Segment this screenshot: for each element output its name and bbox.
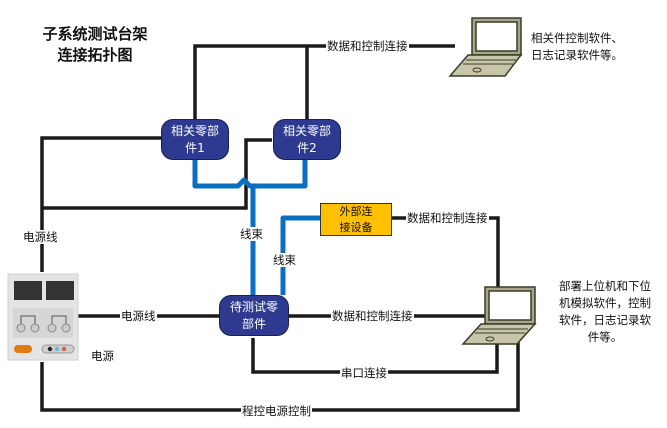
node-label: 接设备 xyxy=(339,220,373,234)
note-line: 软件，日志记录软 xyxy=(559,313,651,327)
note-line: 部署上位机和下位 xyxy=(559,279,651,293)
power-supply-icon xyxy=(7,273,79,361)
edge-label-harness-ext: 线束 xyxy=(272,253,297,267)
node-label: 相关零部 xyxy=(170,123,219,138)
note-top-pc: 相关件控制软件、 日志记录软件等。 xyxy=(531,30,623,64)
wire-related2-left xyxy=(42,138,272,210)
node-label: 部件 xyxy=(241,316,266,331)
edge-label-top-data: 数据和控制连接 xyxy=(326,39,409,53)
diagram-title: 子系统测试台架 连接拓扑图 xyxy=(30,24,160,66)
title-line2: 连接拓扑图 xyxy=(57,46,133,64)
note-line: 日志记录软件等。 xyxy=(531,48,623,62)
node-label: 待测试零 xyxy=(229,299,278,314)
edge-label-prog-power: 程控电源控制 xyxy=(241,404,312,418)
node-device-under-test[interactable]: 待测试零部件 xyxy=(219,295,289,336)
wire-power-related1 xyxy=(40,136,162,272)
wire-ext-data xyxy=(392,216,500,290)
node-label: 件2 xyxy=(297,140,317,155)
edge-label-power-dut: 电源线 xyxy=(120,309,157,323)
node-label: 件1 xyxy=(185,140,205,155)
wire-related1-top xyxy=(193,44,455,120)
edge-label-serial: 串口连接 xyxy=(340,366,388,380)
node-external-device[interactable]: 外部连接设备 xyxy=(320,203,392,236)
edge-label-harness-main: 线束 xyxy=(239,227,264,241)
note-line: 机模拟软件，控制 xyxy=(559,296,651,310)
harness-ext xyxy=(280,215,320,295)
edge-label-power-left: 电源线 xyxy=(22,230,59,244)
note-line: 件等。 xyxy=(587,330,623,344)
harness-related1 xyxy=(192,160,308,189)
node-label: 相关零部 xyxy=(282,123,331,138)
laptop-right-icon xyxy=(461,286,537,345)
edge-label-dut-data: 数据和控制连接 xyxy=(331,309,414,323)
node-label: 外部连 xyxy=(339,204,373,218)
edge-label-ext-data: 数据和控制连接 xyxy=(406,211,489,225)
node-related-part-2[interactable]: 相关零部件2 xyxy=(273,119,341,160)
note-right-pc: 部署上位机和下位 机模拟软件，控制 软件，日志记录软 件等。 xyxy=(549,278,661,346)
title-line1: 子系统测试台架 xyxy=(42,25,148,43)
note-line: 相关件控制软件、 xyxy=(531,31,623,45)
power-supply-label: 电源 xyxy=(90,349,115,363)
node-related-part-1[interactable]: 相关零部件1 xyxy=(161,119,229,160)
laptop-top-icon xyxy=(448,17,523,77)
